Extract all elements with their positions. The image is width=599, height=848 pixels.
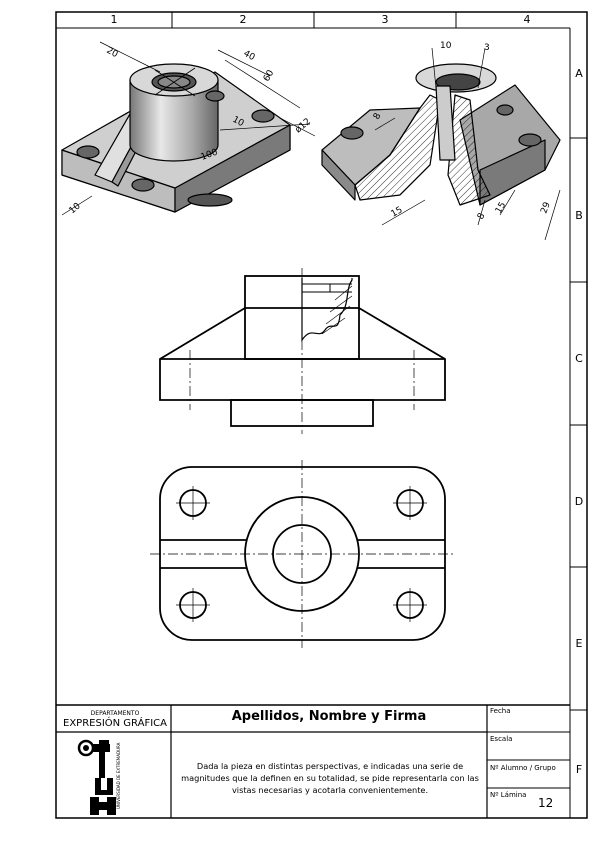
sheet-frame xyxy=(55,11,588,819)
isometric-left-dimensions xyxy=(61,41,316,216)
row-label: B xyxy=(575,209,583,222)
top-view xyxy=(150,460,455,648)
dim-label: 8 xyxy=(372,111,384,121)
dim-label: 10 xyxy=(440,41,452,51)
row-label: D xyxy=(574,495,584,508)
row-label: C xyxy=(575,352,583,365)
isometric-right-dimensions xyxy=(374,47,561,241)
dim-label: 10 xyxy=(231,115,246,129)
dim-label: 15 xyxy=(390,205,405,219)
university-name: UNIVERSIDAD DE EXTREMADURA xyxy=(116,742,121,810)
dim-label: 15 xyxy=(494,201,508,216)
dim-label: 40 xyxy=(242,49,257,63)
dim-label: 29 xyxy=(539,201,552,215)
front-view xyxy=(159,268,446,434)
column-label: 2 xyxy=(239,13,247,26)
dim-label: 60 xyxy=(262,68,277,83)
lamina-label: Nº Lámina xyxy=(490,791,527,799)
alumno-grupo-label: Nº Alumno / Grupo xyxy=(490,764,556,772)
row-label: E xyxy=(575,637,583,650)
column-label: 4 xyxy=(523,13,531,26)
lamina-number: 12 xyxy=(538,796,554,810)
dim-label: 8 xyxy=(476,211,488,221)
university-logo xyxy=(77,739,116,815)
row-label: A xyxy=(575,67,583,80)
isometric-view-exterior xyxy=(61,63,291,213)
dim-label: 3 xyxy=(484,43,490,53)
isometric-right-dim-labels: 10 3 8 15 8 15 29 xyxy=(372,41,553,222)
dim-label: ø12 xyxy=(294,117,313,136)
name-field-label: Apellidos, Nombre y Firma xyxy=(231,709,427,724)
exercise-description: Dada la pieza en distintas perspectivas,… xyxy=(181,761,479,795)
department-label: EXPRESIÓN GRÁFICA xyxy=(63,718,167,729)
fecha-label: Fecha xyxy=(490,707,511,715)
row-label: F xyxy=(575,763,583,776)
column-label: 3 xyxy=(381,13,389,26)
front-view-thread-hatch xyxy=(321,285,353,335)
title-block xyxy=(56,704,570,818)
column-label: 1 xyxy=(110,13,118,26)
dim-label: 20 xyxy=(105,46,120,60)
escala-label: Escala xyxy=(490,735,513,743)
isometric-view-section xyxy=(321,63,561,206)
department-small-label: DEPARTAMENTO xyxy=(90,710,140,717)
